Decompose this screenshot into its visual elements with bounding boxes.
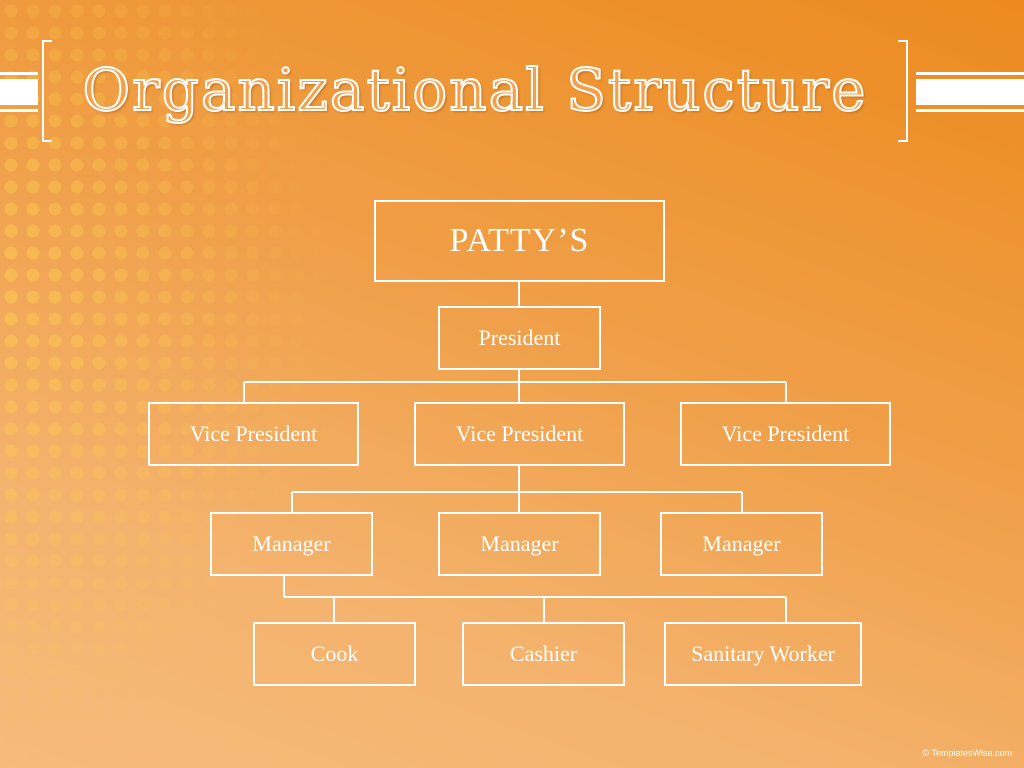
title-bracket-right	[898, 40, 908, 142]
title-bracket-left	[42, 40, 52, 142]
org-node-president: President	[438, 306, 601, 370]
org-node-cook: Cook	[253, 622, 416, 686]
slide-title: Organizational Structure	[81, 55, 868, 125]
title-bar-right	[916, 72, 1024, 112]
org-node-vice-president-2: Vice President	[414, 402, 625, 466]
org-node-vice-president-1: Vice President	[148, 402, 359, 466]
copyright-footer: © TemplatesWise.com	[922, 748, 1013, 758]
org-node-manager-1: Manager	[210, 512, 373, 576]
title-bar-left	[0, 72, 38, 112]
org-node-cashier: Cashier	[462, 622, 625, 686]
org-node-root: PATTY’S	[374, 200, 665, 282]
org-node-sanitary-worker: Sanitary Worker	[664, 622, 862, 686]
org-node-manager-3: Manager	[660, 512, 823, 576]
halftone-dots-decoration	[0, 0, 340, 768]
org-node-vice-president-3: Vice President	[680, 402, 891, 466]
org-node-manager-2: Manager	[438, 512, 601, 576]
